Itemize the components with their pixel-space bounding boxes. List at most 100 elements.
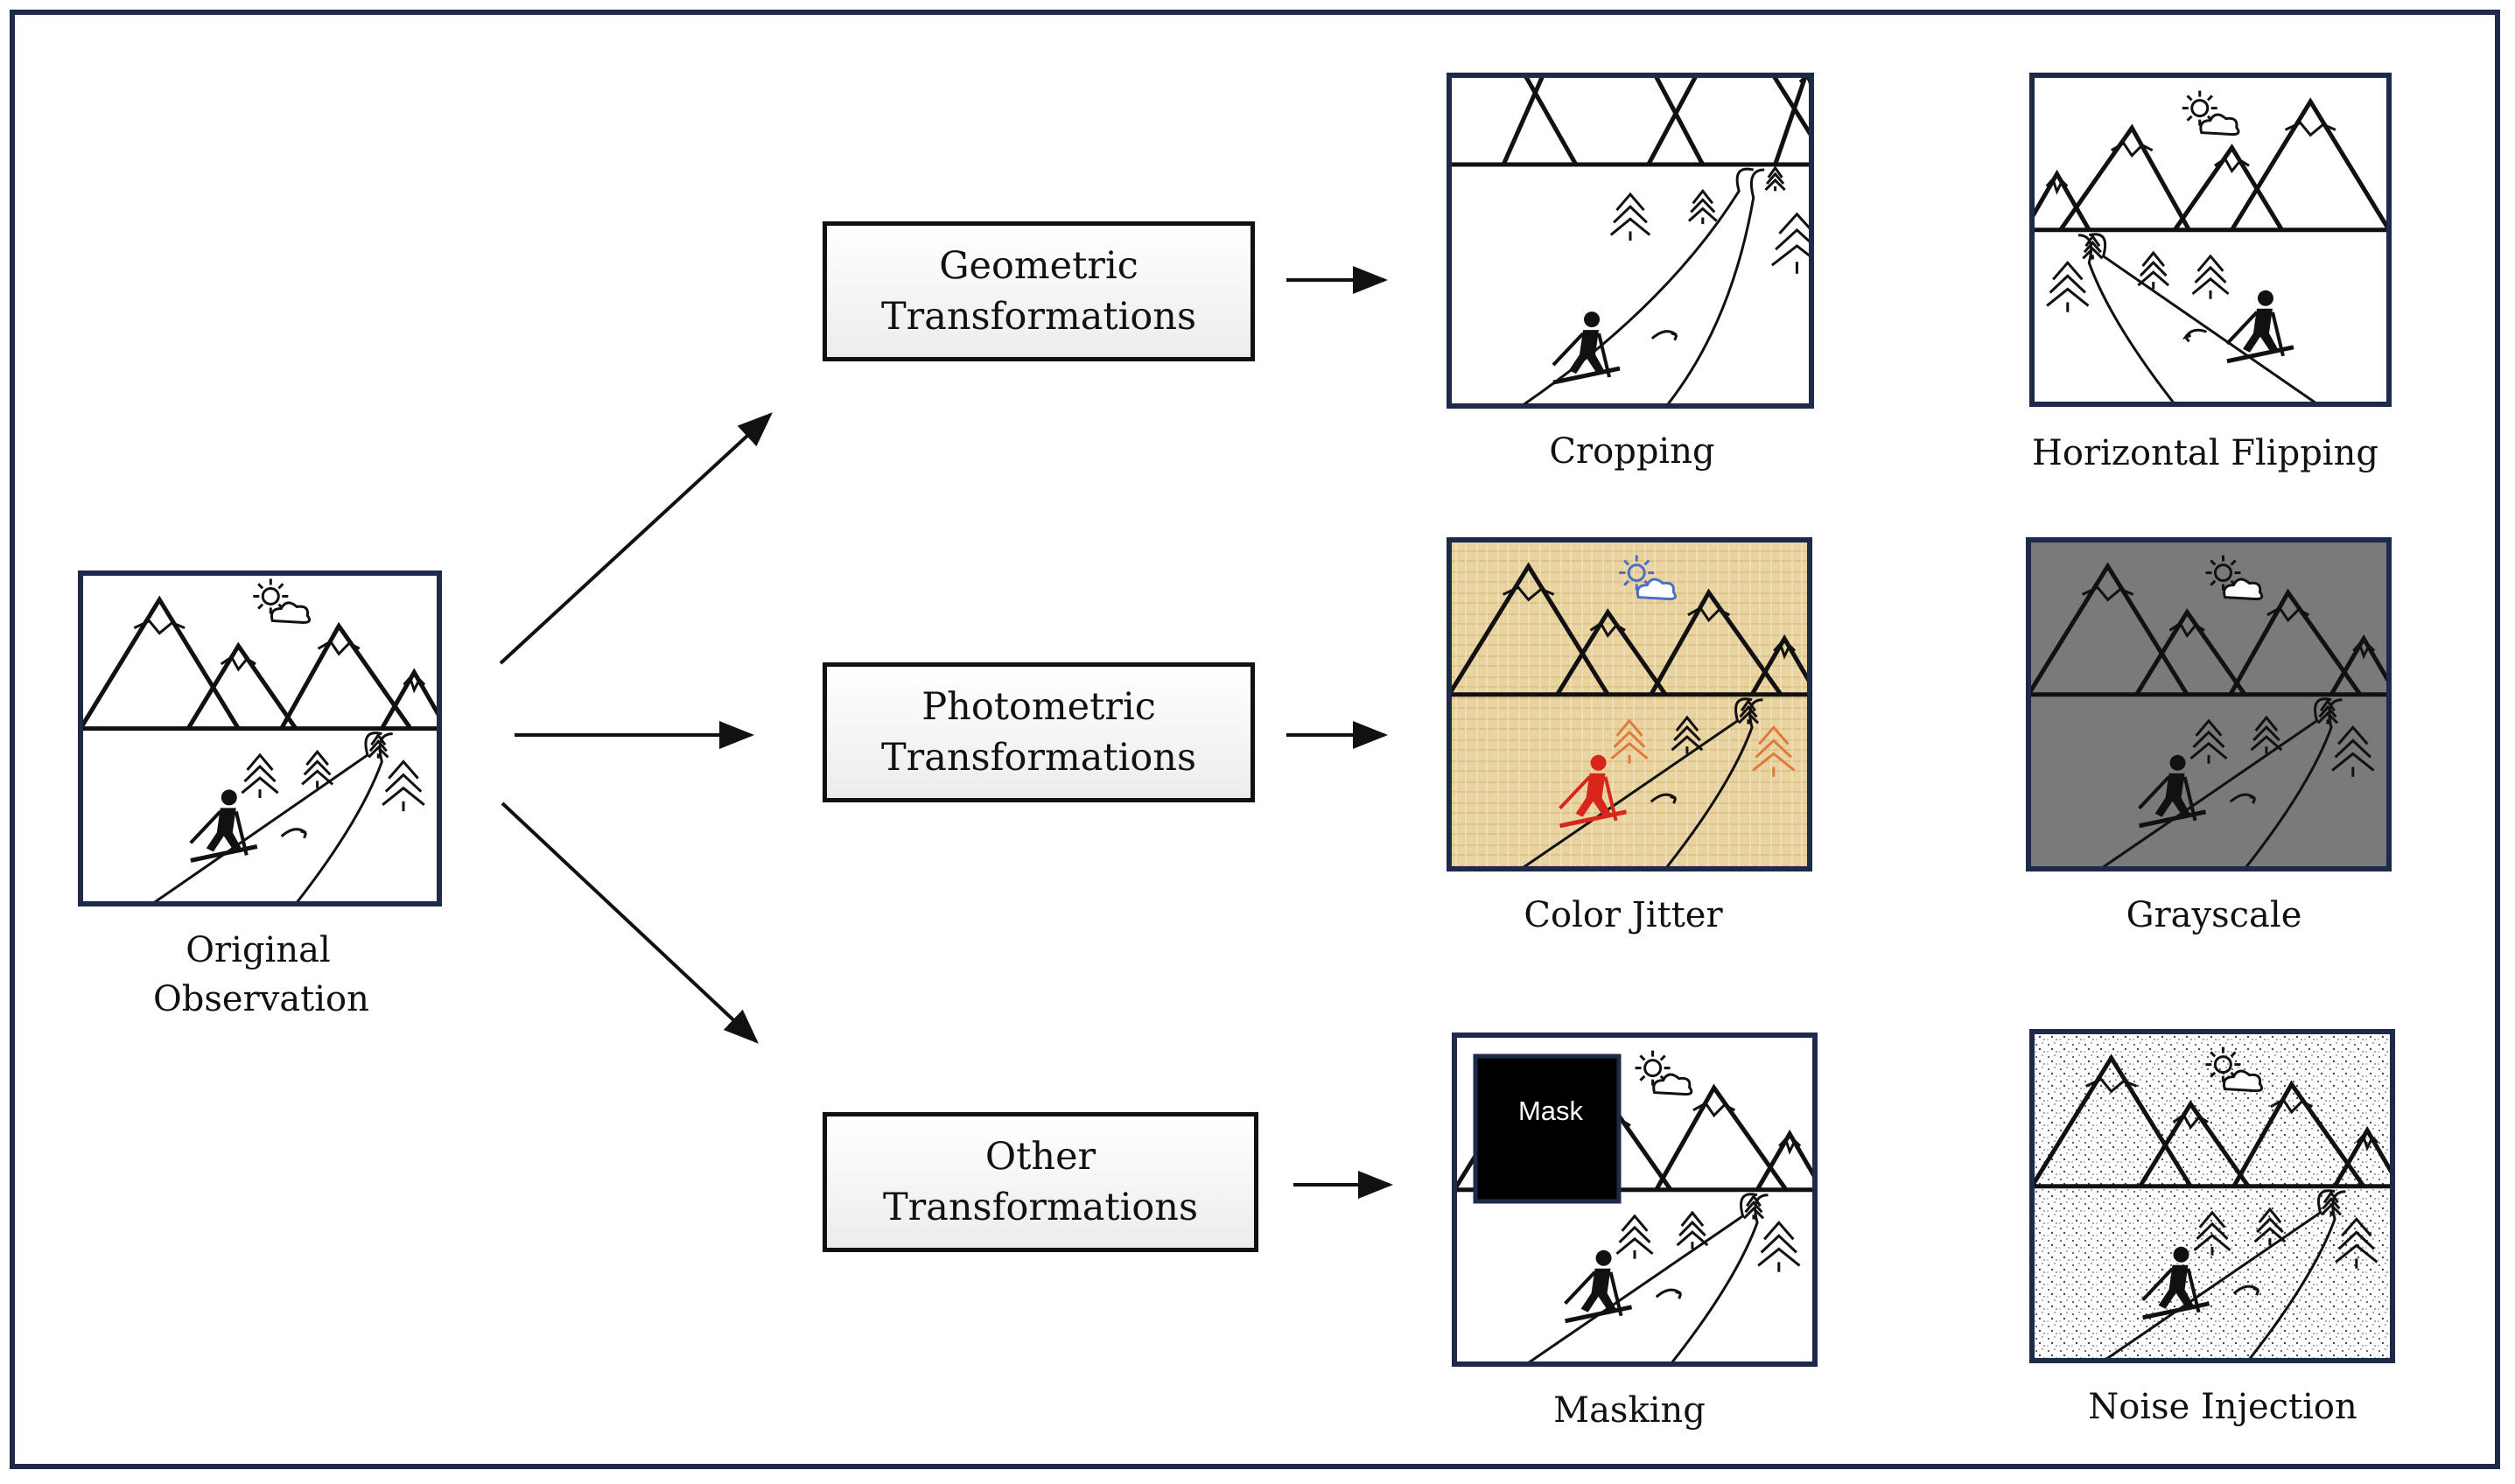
snowcap [2085, 1077, 2138, 1094]
arrow-to-other [501, 802, 759, 1044]
sun-cloud-icon [253, 578, 312, 624]
snowcap [403, 675, 426, 694]
other-transformations-box: Other Transformations [823, 1112, 1258, 1252]
sun-cloud-icon [2205, 1046, 2264, 1093]
scene-border [1452, 1032, 1818, 1367]
snowcap [1778, 1136, 1802, 1155]
tree-icon [2331, 725, 2375, 777]
mountain [1749, 634, 1810, 696]
mountain [1654, 1083, 1789, 1192]
motion-arrow-icon [1650, 330, 1678, 341]
other-box-line1: Other [984, 1135, 1096, 1179]
snowcap [2172, 1113, 2209, 1130]
tree-icon [382, 760, 425, 812]
noise-injection-image [2029, 1029, 2395, 1363]
snowcap [1503, 585, 1555, 602]
snowcap [1562, 0, 1626, 10]
trail-left [2099, 697, 2332, 869]
tree-icon [301, 749, 334, 788]
trail-left [1520, 697, 1753, 869]
skier-icon [189, 789, 258, 863]
scene-border [1447, 537, 1812, 872]
outer-frame [10, 10, 2500, 1469]
trail-right [1665, 168, 1765, 406]
sun-cloud-icon [2182, 90, 2240, 136]
snowcap [133, 619, 186, 635]
tree-icon [1752, 725, 1796, 777]
mountain [2173, 144, 2284, 232]
color-jitter-image [1447, 537, 1812, 872]
tree-icon [1742, 1194, 1765, 1220]
snowcap [2352, 640, 2376, 660]
cropping-image [1447, 0, 1814, 409]
snowcap [2214, 157, 2250, 174]
scene-border [2029, 73, 2392, 407]
masking-image [1452, 1032, 1818, 1367]
scene-background [2028, 540, 2389, 869]
snowcap [1447, 24, 1510, 36]
skier-icon [1552, 312, 1621, 385]
mountain [1646, 75, 1811, 166]
mountain [1555, 608, 1668, 696]
mountain [1755, 1129, 1815, 1191]
tree-icon [1676, 1210, 1709, 1250]
snowcap [2284, 121, 2336, 137]
motion-arrow-icon [1650, 793, 1678, 804]
photometric-box-line2: Transformations [880, 736, 1197, 780]
grayscale-caption: Grayscale [2126, 895, 2302, 935]
snowcap [2356, 1132, 2379, 1152]
tree-icon [1610, 718, 1649, 764]
original-observation-image [78, 570, 442, 906]
tree-icon [2046, 261, 2090, 312]
tree-icon [2335, 1217, 2378, 1269]
scene-background [2032, 1032, 2392, 1361]
cropping-caption: Cropping [1549, 431, 1715, 472]
snowcap [317, 640, 361, 656]
tree-icon [1615, 1214, 1654, 1259]
grayscale-image [2026, 537, 2392, 872]
trail-left [1525, 1193, 1758, 1364]
snowcap [1687, 606, 1731, 623]
skier-icon [1564, 1250, 1633, 1324]
geometric-transformations-box: Geometric Transformations [823, 221, 1255, 361]
motion-arrow-icon [2232, 1284, 2260, 1296]
tree-icon [1671, 715, 1704, 754]
tree-icon [1757, 1221, 1801, 1272]
snowcap [220, 654, 256, 672]
tree-icon [2193, 1210, 2231, 1256]
mountain [279, 621, 413, 731]
other-box-line2: Transformations [882, 1186, 1199, 1229]
original-observation-caption: Original Observation [153, 926, 369, 1024]
snowcap [2045, 176, 2069, 195]
tree-icon [1737, 698, 1760, 724]
mountain [1773, 75, 1809, 165]
original-caption-line2: Observation [153, 979, 369, 1019]
tree-icon [2316, 698, 2339, 724]
snowcap [2082, 585, 2134, 602]
scene-border [1447, 73, 1814, 409]
noise-injection-caption: Noise Injection [2088, 1387, 2357, 1427]
skier-icon [2138, 754, 2207, 829]
skier-icon [2225, 290, 2294, 364]
tree-icon [2082, 234, 2104, 260]
motion-arrow-icon [2229, 793, 2257, 804]
trail-left [2103, 1189, 2336, 1361]
mountain [2058, 123, 2191, 232]
tree-icon [2137, 250, 2170, 290]
sun-cloud-icon [1619, 555, 1677, 601]
photometric-transformations-box: Photometric Transformations [823, 662, 1255, 802]
mountain [1501, 75, 1706, 166]
motion-arrow-icon [280, 828, 308, 839]
arrow-to-geometric [499, 412, 773, 665]
scene-border [78, 570, 442, 906]
mountain [2228, 588, 2363, 696]
masking-caption: Masking [1553, 1390, 1706, 1431]
tree-icon [368, 732, 389, 759]
snowcap [2168, 621, 2205, 639]
snowcap [2266, 606, 2310, 623]
mountain [1649, 588, 1783, 696]
scene-background [1449, 540, 1810, 869]
tree-icon [1764, 165, 1786, 192]
trail-left [2088, 233, 2319, 404]
motion-arrow-icon [1655, 1288, 1683, 1299]
